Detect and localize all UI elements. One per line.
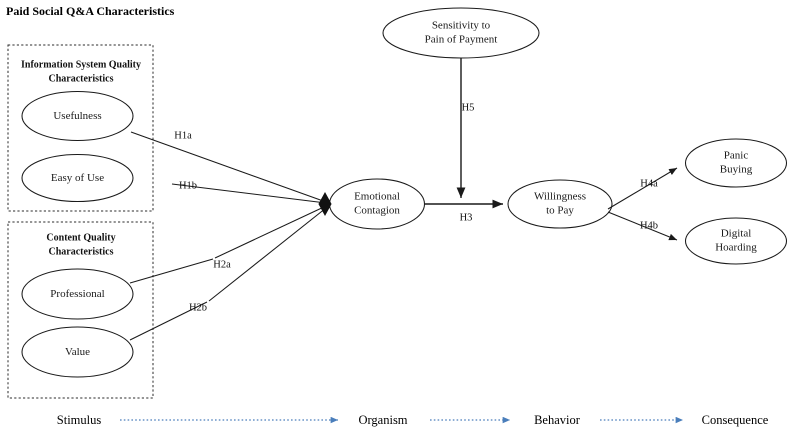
hypothesis-label-h2a: H2a (213, 259, 231, 270)
sor-label-organism: Organism (358, 413, 407, 427)
path-h1b (171, 183, 327, 204)
node-sensitivity-to-pain-of-payment[interactable]: Sensitivity to Pain of Payment (382, 7, 540, 59)
hypothesis-label-h1a: H1a (174, 130, 192, 141)
node-professional-shape (21, 268, 134, 320)
node-digital-hoarding-label-line1: Digital (721, 228, 752, 240)
page-title: Paid Social Q&A Characteristics (6, 4, 175, 18)
hypothesis-label-h1b: H1b (179, 180, 197, 191)
node-easy-of-use[interactable]: Easy of Use (21, 153, 134, 203)
node-emotional-contagion-label-line2: Contagion (354, 205, 400, 217)
sor-label-behavior: Behavior (534, 413, 581, 427)
node-willingness-to-pay-label-line1: Willingness (534, 191, 586, 203)
node-willingness-to-pay-shape (507, 179, 613, 229)
path-h2a (129, 258, 214, 284)
node-easy-of-use-label: Easy of Use (51, 172, 104, 184)
node-sensitivity-label-line1: Sensitivity to (432, 20, 491, 32)
node-digital-hoarding[interactable]: Digital Hoarding (684, 217, 788, 265)
path-h2b-stub (208, 207, 327, 302)
path-h2b (129, 301, 208, 341)
node-value-label: Value (65, 346, 90, 358)
group-title-is-quality-line2: Characteristics (49, 73, 114, 84)
hypothesis-label-h3: H3 (460, 212, 473, 223)
node-panic-buying-label-line2: Buying (720, 164, 753, 176)
node-value-shape (21, 326, 134, 378)
path-h4a (607, 167, 678, 210)
node-easy-of-use-shape (21, 153, 134, 203)
node-willingness-to-pay-label-line2: to Pay (546, 205, 574, 217)
node-professional-label: Professional (50, 288, 104, 300)
node-emotional-contagion[interactable]: Emotional Contagion (328, 178, 426, 230)
node-panic-buying-shape (684, 138, 788, 188)
node-digital-hoarding-label-line2: Hoarding (715, 242, 757, 254)
node-usefulness-label: Usefulness (53, 110, 101, 122)
node-usefulness-shape (21, 90, 134, 142)
hypothesis-label-h5: H5 (462, 102, 475, 113)
node-digital-hoarding-shape (684, 217, 788, 265)
node-value[interactable]: Value (21, 326, 134, 378)
path-h4b (607, 211, 678, 241)
node-panic-buying[interactable]: Panic Buying (684, 138, 788, 188)
path-h1a (130, 131, 327, 203)
node-sensitivity-label-line2: Pain of Payment (425, 34, 498, 46)
node-emotional-contagion-label-line1: Emotional (354, 191, 400, 203)
group-title-is-quality-line1: Information System Quality (21, 59, 141, 70)
path-h2a-stub (214, 205, 327, 259)
group-title-content-quality-line2: Characteristics (49, 246, 114, 257)
sor-label-consequence: Consequence (702, 413, 769, 427)
node-usefulness[interactable]: Usefulness (21, 90, 134, 142)
converging-arrowhead (318, 191, 332, 217)
group-box-information-system-quality (7, 44, 154, 212)
node-panic-buying-label-line1: Panic (724, 150, 749, 162)
node-professional[interactable]: Professional (21, 268, 134, 320)
hypothesis-label-h4b: H4b (640, 220, 658, 231)
group-title-content-quality-line1: Content Quality (46, 232, 115, 243)
node-willingness-to-pay[interactable]: Willingness to Pay (507, 179, 613, 229)
hypothesis-label-h2b: H2b (189, 302, 207, 313)
group-box-content-quality (7, 221, 154, 399)
hypothesis-label-h4a: H4a (640, 178, 658, 189)
sor-label-stimulus: Stimulus (57, 413, 102, 427)
